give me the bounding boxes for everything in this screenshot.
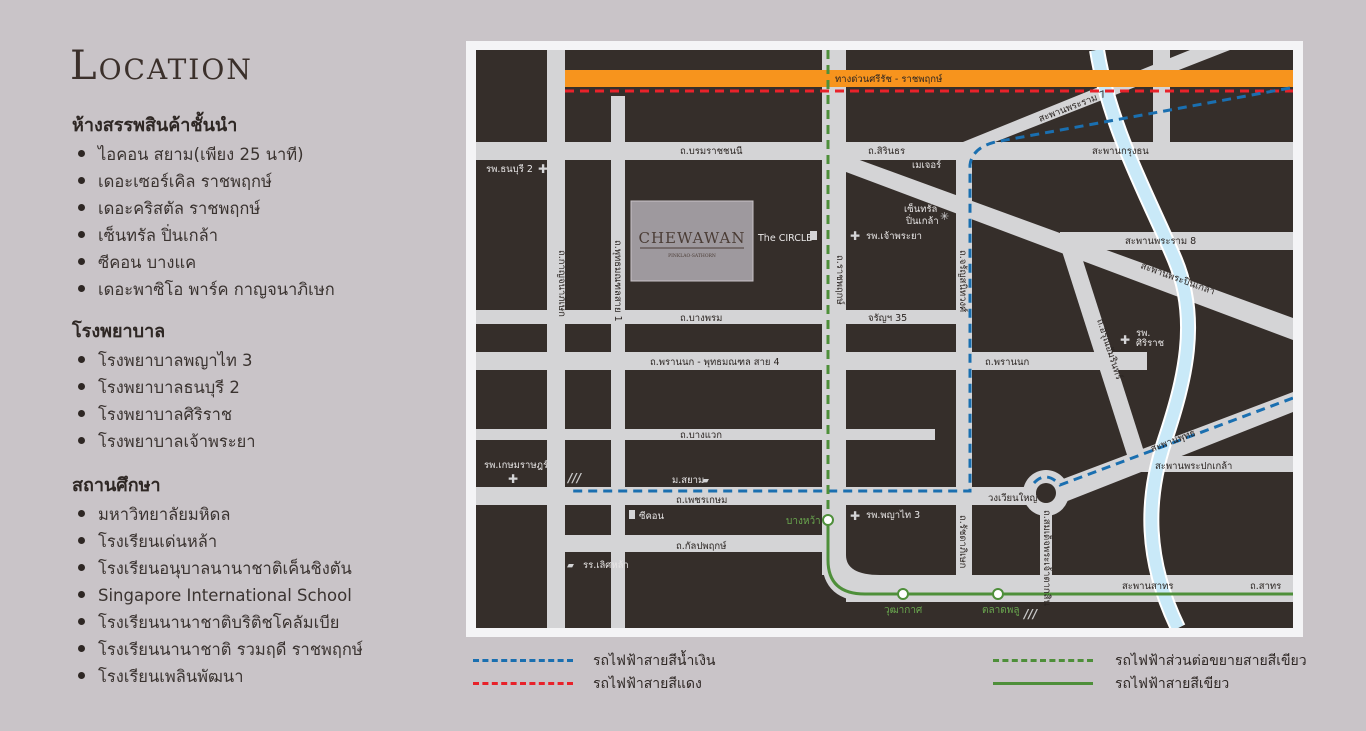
hospital-icon: ✚ bbox=[850, 509, 860, 523]
list-item: เซ็นทรัล ปิ่นเกล้า bbox=[72, 222, 335, 249]
section-heading: สถานศึกษา bbox=[72, 475, 161, 496]
list-item: โรงพยาบาลธนบุรี 2 bbox=[72, 374, 256, 401]
place-label: ม.สยาม bbox=[672, 475, 704, 486]
expressway bbox=[565, 70, 1293, 87]
road-label: ถ.รัชดาภิเษก bbox=[957, 515, 968, 569]
blue-line bbox=[570, 86, 1291, 493]
place-label: The CIRCLE bbox=[757, 233, 812, 244]
place-label: รร.เลิศหล้า bbox=[583, 560, 629, 571]
legend-red-swatch bbox=[473, 682, 573, 685]
list-item: โรงพยาบาลเจ้าพระยา bbox=[72, 428, 256, 455]
road-label: ถ.พรานนก - พุทธมณฑล สาย 4 bbox=[650, 357, 780, 368]
road-label: ถ.เพชรเกษม bbox=[676, 495, 727, 506]
road-label: วงเวียนใหญ่ bbox=[988, 492, 1038, 504]
place-label: รพ. bbox=[1136, 328, 1150, 339]
green-line bbox=[826, 520, 1293, 596]
place-label: รพ.พญาไท 3 bbox=[866, 509, 920, 521]
list-item: เดอะคริสตัล ราชพฤกษ์ bbox=[72, 195, 335, 222]
section-heading: ห้างสรรพสินค้าชั้นนำ bbox=[72, 115, 238, 136]
road-label: ถ.สมเด็จพระเจ้าตากสิน bbox=[1041, 510, 1054, 606]
road-label: สะพานกรุงธน bbox=[1092, 146, 1149, 157]
list-item: โรงเรียนเพลินพัฒนา bbox=[72, 663, 363, 690]
location-map: ทางด่วนศรีรัช - ราชพฤกษ์ บางหว้า วุฒากาศ… bbox=[476, 50, 1293, 628]
legend-green-extension-label: รถไฟฟ้าส่วนต่อขยายสายสีเขียว bbox=[1115, 653, 1307, 669]
place-label: ซีคอน bbox=[639, 510, 665, 522]
place-label: เมเจอร์ bbox=[912, 159, 941, 171]
place-label: เซ็นทรัล bbox=[904, 202, 938, 215]
school-icon: ▰ bbox=[567, 561, 574, 571]
hospital-icon: ✚ bbox=[508, 472, 518, 486]
expressway-label: ทางด่วนศรีรัช - ราชพฤกษ์ bbox=[835, 73, 943, 85]
shopping-bag-icon bbox=[629, 510, 635, 519]
shopping-bag-icon bbox=[810, 231, 817, 240]
legend-green-extension-swatch bbox=[993, 659, 1093, 662]
place-label: ปิ่นเกล้า bbox=[905, 214, 939, 227]
road-label: ถ.จรัญสนิทวงศ์ bbox=[957, 250, 969, 312]
list-item: เดอะเซอร์เคิล ราชพฤกษ์ bbox=[72, 168, 335, 195]
road-label: จรัญฯ 35 bbox=[868, 313, 907, 324]
place-label: รพ.เกษมราษฎร์ bbox=[484, 459, 548, 471]
list-item: เดอะพาซิโอ พาร์ค กาญจนาภิเษก bbox=[72, 276, 335, 303]
hospital-icon: ✚ bbox=[1120, 333, 1130, 347]
legend-red-label: รถไฟฟ้าสายสีแดง bbox=[593, 676, 702, 692]
station-talat-phlu bbox=[992, 588, 1004, 600]
legend-blue-swatch bbox=[473, 659, 573, 662]
station-wutthakat bbox=[897, 588, 909, 600]
list-item: โรงเรียนเด่นหล้า bbox=[72, 528, 363, 555]
road-label: ถ.บางแวก bbox=[680, 430, 722, 441]
chewawan-logo: CHEWAWAN bbox=[638, 229, 745, 247]
road-label: ถ.สาทร bbox=[1250, 581, 1281, 592]
list-item: Singapore International School bbox=[72, 582, 363, 609]
road-label: สะพานสาทร bbox=[1122, 581, 1174, 592]
legend-green-label: รถไฟฟ้าสายสีเขียว bbox=[1115, 676, 1230, 692]
list-item: โรงพยาบาลศิริราช bbox=[72, 401, 256, 428]
road-label: ถ.กาญจนาภิเษก bbox=[556, 250, 567, 317]
road-label: ถ.สิรินธร bbox=[868, 146, 905, 157]
list-item: มหาวิทยาลัยมหิดล bbox=[72, 501, 363, 528]
hospital-icon: ✚ bbox=[538, 162, 548, 176]
legend-blue-label: รถไฟฟ้าสายสีน้ำเงิน bbox=[593, 653, 716, 669]
place-label: ศิริราช bbox=[1136, 338, 1165, 349]
chewawan-project-block bbox=[630, 200, 754, 282]
station-bang-wa bbox=[822, 514, 834, 526]
section-education: สถานศึกษา มหาวิทยาลัยมหิดล โรงเรียนเด่นห… bbox=[72, 474, 363, 690]
station-label: ตลาดพลู bbox=[982, 605, 1019, 616]
school-logo-icon: /// bbox=[1022, 607, 1039, 621]
place-label: รพ.ธนบุรี 2 bbox=[486, 163, 533, 175]
section-hospitals: โรงพยาบาล โรงพยาบาลพญาไท 3 โรงพยาบาลธนบุ… bbox=[72, 320, 256, 455]
blue-line-branch bbox=[1032, 396, 1293, 487]
road-label: ถ.ราชพฤกษ์ bbox=[834, 255, 846, 305]
road-label: ถ.บางพรม bbox=[680, 313, 722, 324]
station-label: บางหว้า bbox=[786, 515, 821, 527]
roundabout-center bbox=[1036, 483, 1056, 503]
list-item: ซีคอน บางแค bbox=[72, 249, 335, 276]
road-label: ถ.กัลปพฤกษ์ bbox=[676, 540, 727, 552]
list-item: โรงพยาบาลพญาไท 3 bbox=[72, 347, 256, 374]
road-label: ถ.บรมราชชนนี bbox=[680, 145, 743, 157]
page-title: Location bbox=[70, 43, 253, 89]
station-label: วุฒากาศ bbox=[884, 605, 923, 616]
road-label: สะพานพระราม 8 bbox=[1125, 236, 1196, 247]
section-heading: โรงพยาบาล bbox=[72, 321, 166, 342]
road-label: ถ.พุทธมณฑลสาย 1 bbox=[612, 240, 623, 322]
road-label: ถ.พรานนก bbox=[985, 357, 1029, 368]
list-item: โรงเรียนนานาชาติบริติชโคลัมเบีย bbox=[72, 609, 363, 636]
hospital-icon: ✚ bbox=[850, 229, 860, 243]
list-item: ไอคอน สยาม(เพียง 25 นาที) bbox=[72, 141, 335, 168]
list-item: โรงเรียนอนุบาลนานาชาติเค็นชิงตัน bbox=[72, 555, 363, 582]
university-logo-icon: /// bbox=[566, 471, 583, 485]
mall-icon: ✳ bbox=[940, 210, 949, 223]
place-label: รพ.เจ้าพระยา bbox=[866, 231, 922, 242]
road-label: สะพานพระปกเกล้า bbox=[1155, 461, 1232, 472]
section-shopping: ห้างสรรพสินค้าชั้นนำ ไอคอน สยาม(เพียง 25… bbox=[72, 114, 335, 303]
chao-phraya-river bbox=[1091, 50, 1195, 628]
list-item: โรงเรียนนานาชาติ รวมฤดี ราชพฤกษ์ bbox=[72, 636, 363, 663]
legend-green-swatch bbox=[993, 682, 1093, 685]
logo-subtitle: PINKLAO-SATHORN bbox=[668, 253, 716, 259]
school-icon: ▰ bbox=[702, 476, 709, 486]
